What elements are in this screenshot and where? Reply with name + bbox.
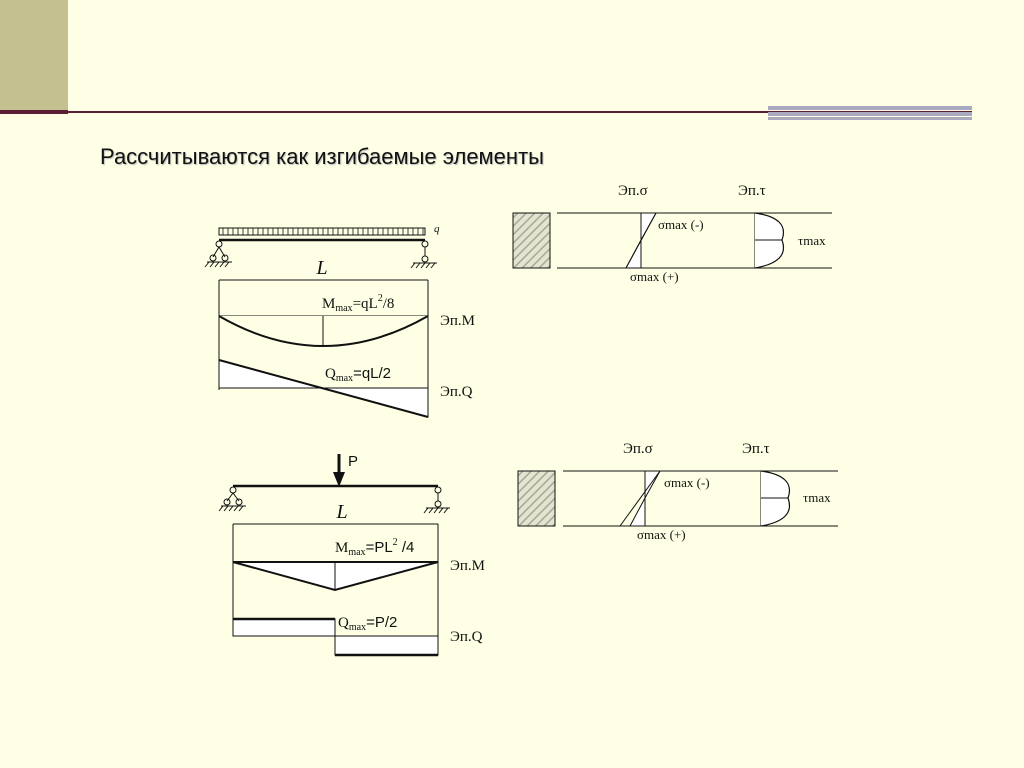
shear-label: Эп.Q bbox=[450, 629, 483, 645]
sigma-title: Эп.σ bbox=[618, 183, 648, 199]
moment-label: Эп.M bbox=[440, 313, 475, 329]
beam-diagram-point: P L Mmax=PL2 /4 Эп bbox=[218, 453, 485, 657]
tau-title: Эп.τ bbox=[738, 183, 766, 199]
left-support bbox=[218, 486, 246, 512]
cross-section bbox=[517, 470, 556, 527]
beam-diagram-distributed: q L Mmax=qL2/8 bbox=[204, 223, 475, 418]
header-stripe-2 bbox=[768, 112, 972, 116]
sigma-max-minus: σmax (-) bbox=[664, 475, 710, 490]
moment-formula: Mmax=PL2 /4 bbox=[335, 537, 414, 558]
shear-negative bbox=[334, 635, 439, 656]
right-support bbox=[410, 240, 437, 269]
slide-title: Рассчитываются как изгибаемые элементы bbox=[100, 144, 544, 169]
shear-formula: Qmax=qL/2 bbox=[325, 365, 391, 384]
sigma-max-plus: σmax (+) bbox=[630, 269, 679, 284]
left-support bbox=[204, 240, 232, 268]
shear-positive bbox=[232, 618, 336, 637]
corner-block bbox=[0, 0, 68, 112]
header-stripe-1 bbox=[768, 106, 972, 110]
shear-formula: Qmax=P/2 bbox=[338, 614, 397, 633]
right-support bbox=[423, 486, 450, 514]
stress-diagram-1: Эп.σ Эп.τ σmax (-) σmax (+) τmax bbox=[512, 183, 832, 284]
cross-section bbox=[512, 212, 551, 269]
header-rule-accent bbox=[0, 110, 68, 114]
tau-title: Эп.τ bbox=[742, 441, 770, 457]
span-label: L bbox=[315, 257, 327, 279]
moment-label: Эп.M bbox=[450, 558, 485, 574]
tau-max: τmax bbox=[798, 233, 826, 248]
sigma-max-plus: σmax (+) bbox=[637, 527, 686, 542]
force-arrow bbox=[333, 472, 345, 487]
header-stripe-3 bbox=[768, 117, 972, 120]
sigma-max-minus: σmax (-) bbox=[658, 217, 704, 232]
force-label: P bbox=[348, 453, 358, 470]
stress-diagram-2: Эп.σ Эп.τ σmax (-) σmax (+) τmax bbox=[517, 441, 838, 542]
shear-label: Эп.Q bbox=[440, 384, 473, 400]
span-label: L bbox=[335, 501, 347, 523]
distributed-load bbox=[218, 227, 426, 236]
tau-max: τmax bbox=[803, 490, 831, 505]
header-rule bbox=[0, 111, 972, 113]
sigma-title: Эп.σ bbox=[623, 441, 653, 457]
moment-formula: Mmax=qL2/8 bbox=[322, 293, 394, 314]
load-label: q bbox=[434, 223, 440, 235]
